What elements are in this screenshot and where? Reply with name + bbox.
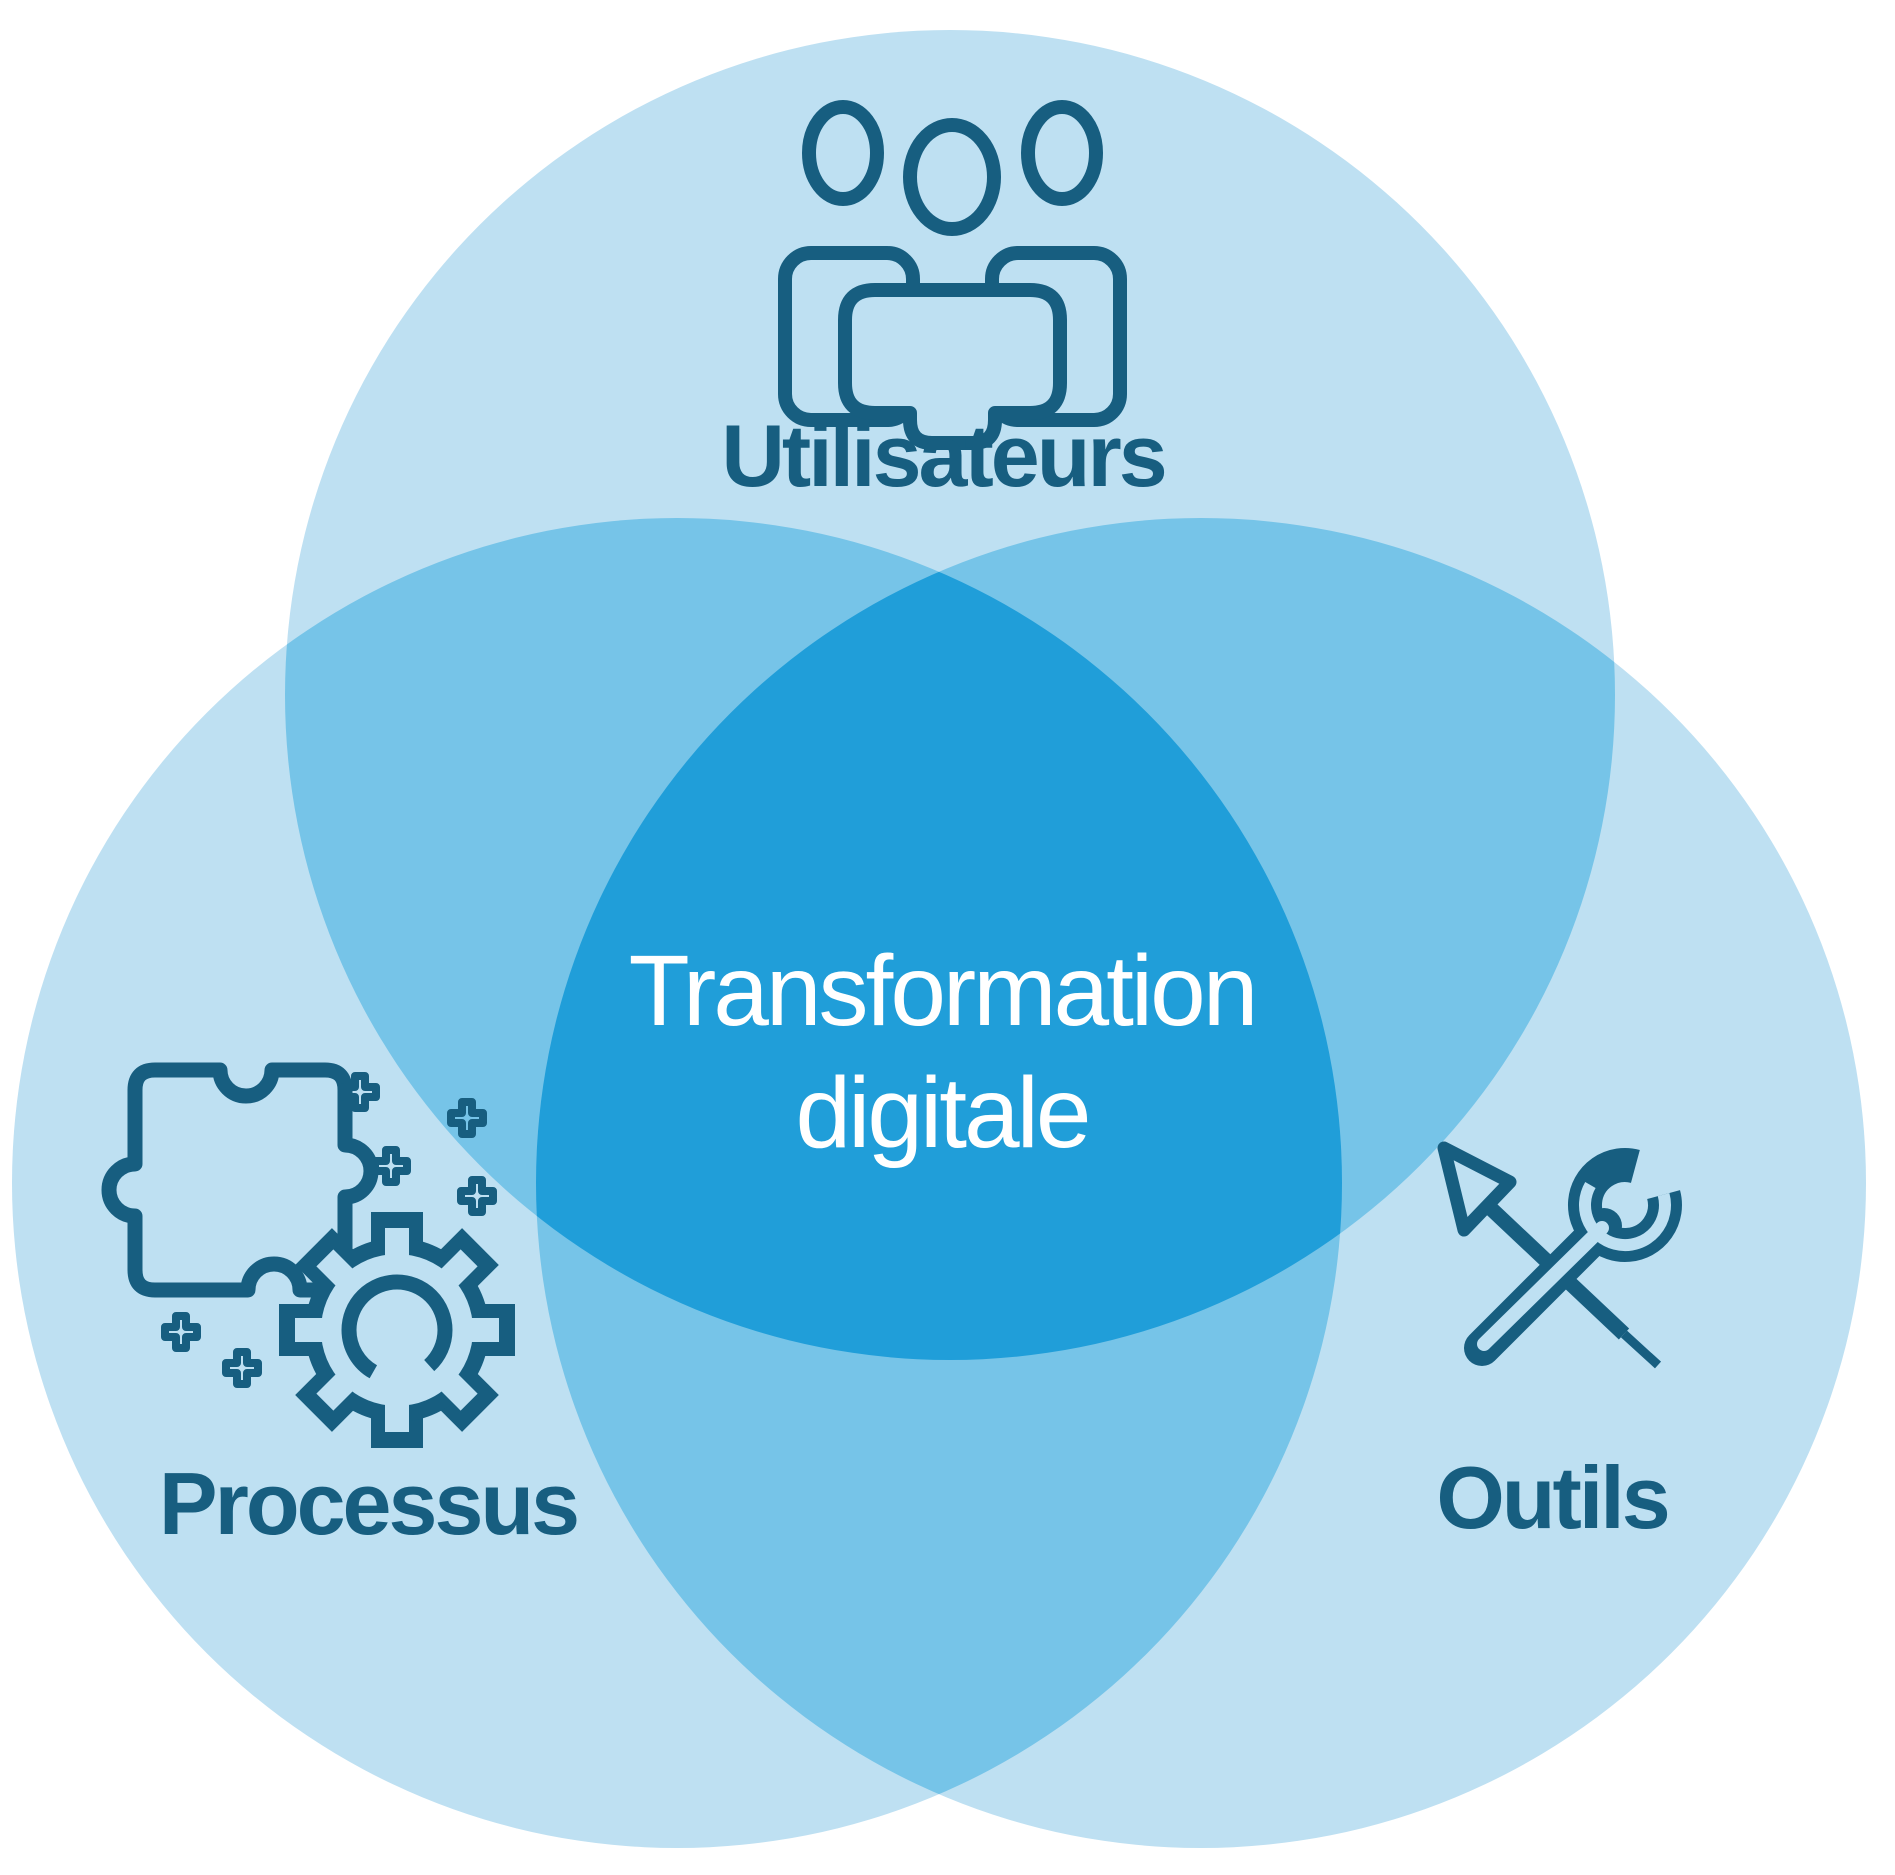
tools-icon bbox=[1437, 1141, 1682, 1369]
center-label: Transformation digitale bbox=[628, 935, 1259, 1169]
person-center-body bbox=[838, 283, 1067, 450]
person-right-head bbox=[1021, 100, 1103, 206]
person-center-head bbox=[903, 118, 1001, 236]
venn-circles bbox=[12, 30, 1866, 1848]
sparkles bbox=[161, 1072, 497, 1388]
person-left-head bbox=[802, 100, 884, 206]
people-icon bbox=[778, 100, 1127, 450]
label-utilisateurs: Utilisateurs bbox=[721, 406, 1167, 505]
gear-inner-ring bbox=[341, 1274, 453, 1386]
gear-icon bbox=[279, 1212, 515, 1448]
puzzle-gear-icon bbox=[101, 1062, 515, 1448]
label-processus: Processus bbox=[158, 1454, 580, 1553]
overlap-center bbox=[536, 518, 1342, 1360]
label-outils: Outils bbox=[1436, 1448, 1670, 1547]
